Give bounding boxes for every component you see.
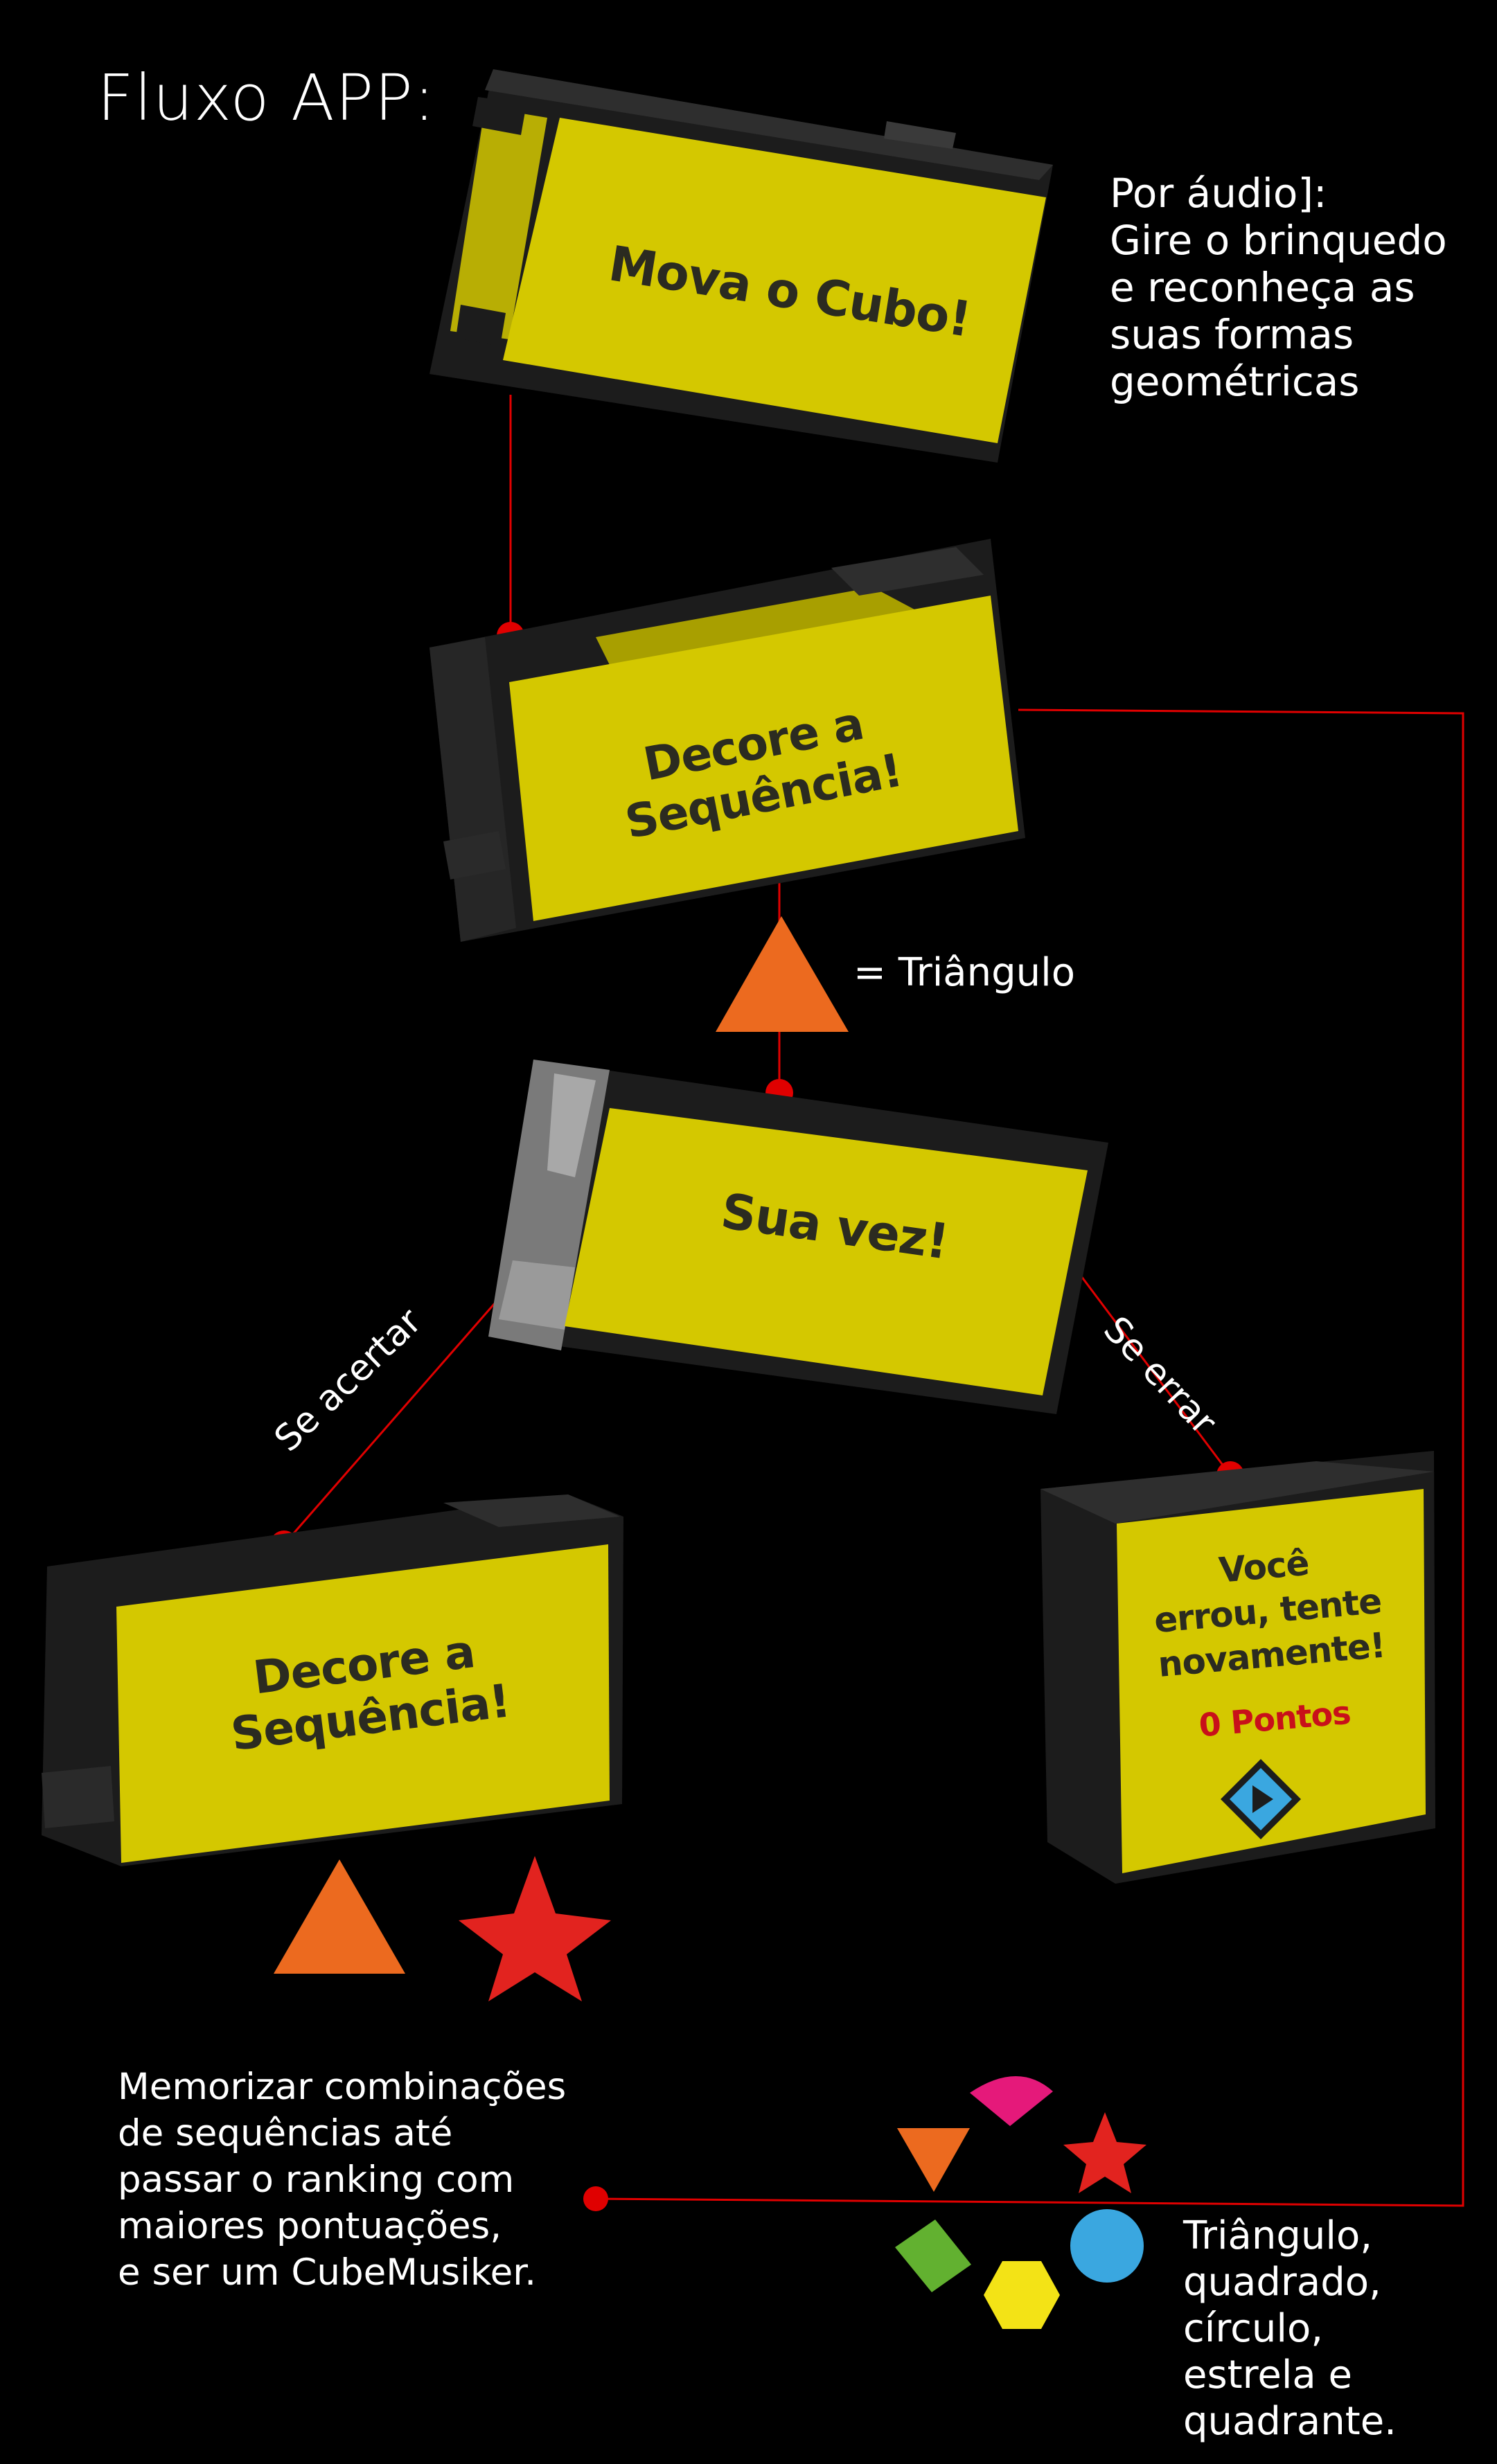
play-icon — [1221, 1759, 1301, 1839]
card-memorize — [429, 539, 1025, 942]
star-shape — [459, 1856, 611, 2001]
connector-memorize-to-end — [595, 708, 1464, 2207]
triangle-shape — [897, 2128, 970, 2192]
square-shape — [895, 2220, 971, 2292]
shapes-note: Triângulo, quadrado, círculo, estrela e … — [1183, 2213, 1397, 2444]
hexagon-shape — [984, 2261, 1060, 2329]
shape-cluster — [895, 2075, 1146, 2329]
card-your-turn — [488, 1060, 1108, 1414]
triangle-shape — [716, 916, 849, 1032]
card-move — [429, 69, 1053, 463]
triangle-label: = Triângulo — [853, 950, 1075, 995]
triangle-shape — [274, 1859, 405, 1974]
audio-note: Por áudio]: Gire o brinquedo e reconheça… — [1110, 170, 1447, 405]
quadrant-shape — [970, 2075, 1053, 2126]
card-wrong — [1040, 1451, 1435, 1884]
connector-miss — [1065, 1256, 1232, 1476]
circle-shape — [1070, 2209, 1144, 2283]
card-memorize-next — [42, 1494, 623, 1866]
card-wrong-label: Você errou, tente novamente! — [1152, 1542, 1387, 1685]
memorize-note: Memorizar combinações de sequências até … — [118, 2066, 567, 2294]
connector-dot — [583, 2186, 608, 2211]
star-shape — [1063, 2112, 1146, 2193]
page-title: Fluxo APP: — [97, 61, 436, 135]
